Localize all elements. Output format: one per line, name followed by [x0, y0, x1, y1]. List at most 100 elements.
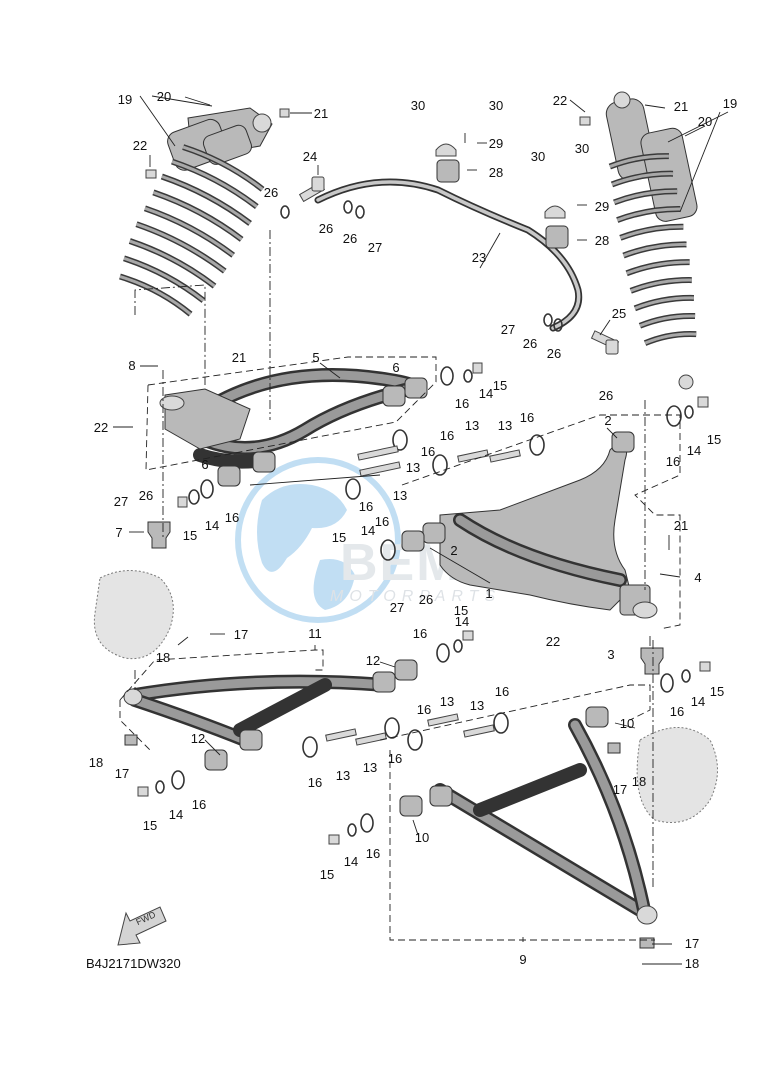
watermark-tagline: MOTORPARTS: [330, 588, 501, 605]
callout-27d: 27: [390, 600, 404, 615]
callout-4: 4: [694, 570, 701, 585]
callout-1: 1: [485, 586, 492, 601]
callout-14h: 14: [344, 854, 358, 869]
callout-3: 3: [607, 647, 614, 662]
callout-29a: 29: [489, 136, 503, 151]
callout-16f: 16: [225, 510, 239, 525]
callout-13b: 13: [498, 418, 512, 433]
callout-13h: 13: [363, 760, 377, 775]
callout-15g: 15: [143, 818, 157, 833]
callout-12a: 12: [366, 653, 380, 668]
callout-18b: 18: [89, 755, 103, 770]
callout-30b: 30: [489, 98, 503, 113]
leader-lines: [113, 95, 729, 965]
callout-16l: 16: [670, 704, 684, 719]
callout-10a: 10: [620, 716, 634, 731]
callout-16k: 16: [417, 702, 431, 717]
callout-16g: 16: [375, 514, 389, 529]
callout-27a: 27: [368, 240, 382, 255]
callout-11: 11: [308, 626, 322, 641]
left-knuckle: [93, 570, 174, 660]
callout-26a: 26: [264, 185, 278, 200]
callout-18d: 18: [685, 956, 699, 971]
callout-18c: 18: [632, 774, 646, 789]
callout-2a: 2: [450, 543, 457, 558]
callout-8: 8: [128, 358, 135, 373]
right-shock-absorber: [579, 91, 698, 390]
callout-26e: 26: [547, 346, 561, 361]
callout-16d: 16: [520, 410, 534, 425]
callout-14d: 14: [687, 443, 701, 458]
callout-17a: 17: [234, 627, 248, 642]
callout-26h: 26: [419, 592, 433, 607]
callout-13a: 13: [465, 418, 479, 433]
callout-13g: 13: [336, 768, 350, 783]
callout-20b: 20: [698, 114, 712, 129]
a-arm-9: [399, 706, 658, 949]
stabilizer-link-right: [590, 330, 620, 355]
callout-29b: 29: [595, 199, 609, 214]
callout-26c: 26: [343, 231, 357, 246]
callout-21a: 21: [314, 106, 328, 121]
callout-16i: 16: [413, 626, 427, 641]
stabilizer-link-left: [298, 176, 326, 203]
washers-seals: [137, 200, 711, 845]
bolts-13: [325, 445, 521, 746]
callout-14e: 14: [455, 614, 469, 629]
callout-9: 9: [519, 952, 526, 967]
callout-27b: 27: [501, 322, 515, 337]
callout-15a: 15: [493, 378, 507, 393]
callout-13d: 13: [393, 488, 407, 503]
callout-16n: 16: [388, 751, 402, 766]
watermark-globe-icon: [235, 457, 401, 623]
callout-16a: 16: [455, 396, 469, 411]
callout-16p: 16: [366, 846, 380, 861]
callout-26g: 26: [139, 488, 153, 503]
callout-28b: 28: [595, 233, 609, 248]
callout-23: 23: [472, 250, 486, 265]
callout-27c: 27: [114, 494, 128, 509]
diagram-code: B4J2171DW320: [86, 956, 181, 971]
callout-6b: 6: [201, 457, 208, 472]
callout-28a: 28: [489, 165, 503, 180]
fwd-arrow-icon: FWD: [117, 906, 167, 946]
callout-7: 7: [115, 525, 122, 540]
callout-25: 25: [612, 306, 626, 321]
a-arm-11: [123, 659, 418, 771]
callout-labels: 1 2 2 3 4 5 6 6 7 8 9 10 10 11 12 12 13 …: [89, 89, 737, 971]
callout-14a: 14: [479, 386, 493, 401]
callout-2b: 2: [604, 413, 611, 428]
callout-26b: 26: [319, 221, 333, 236]
callout-19b: 19: [723, 96, 737, 111]
callout-19a: 19: [118, 92, 132, 107]
callout-15f: 15: [710, 684, 724, 699]
callout-14g: 14: [169, 807, 183, 822]
callout-14c: 14: [361, 523, 375, 538]
callout-26f: 26: [599, 388, 613, 403]
callout-15d: 15: [707, 432, 721, 447]
callout-18a: 18: [156, 650, 170, 665]
callout-30d: 30: [575, 141, 589, 156]
callout-16o: 16: [192, 797, 206, 812]
callout-14f: 14: [691, 694, 705, 709]
callout-6a: 6: [392, 360, 399, 375]
callout-16j: 16: [495, 684, 509, 699]
callout-21c: 21: [232, 350, 246, 365]
callout-22d: 22: [546, 634, 560, 649]
callout-24: 24: [303, 149, 317, 164]
callout-16e: 16: [359, 499, 373, 514]
callout-16c: 16: [440, 428, 454, 443]
callout-13f: 13: [470, 698, 484, 713]
callout-13e: 13: [440, 694, 454, 709]
callout-22c: 22: [94, 420, 108, 435]
stabilizer-bar: [298, 143, 620, 355]
lower-arm-assembly: [380, 396, 709, 675]
callout-16h: 16: [666, 454, 680, 469]
callout-21b: 21: [674, 99, 688, 114]
callout-10b: 10: [415, 830, 429, 845]
callout-15h: 15: [320, 867, 334, 882]
callout-14b: 14: [205, 518, 219, 533]
upper-arm-assembly: [147, 362, 483, 549]
callout-13c: 13: [406, 460, 420, 475]
